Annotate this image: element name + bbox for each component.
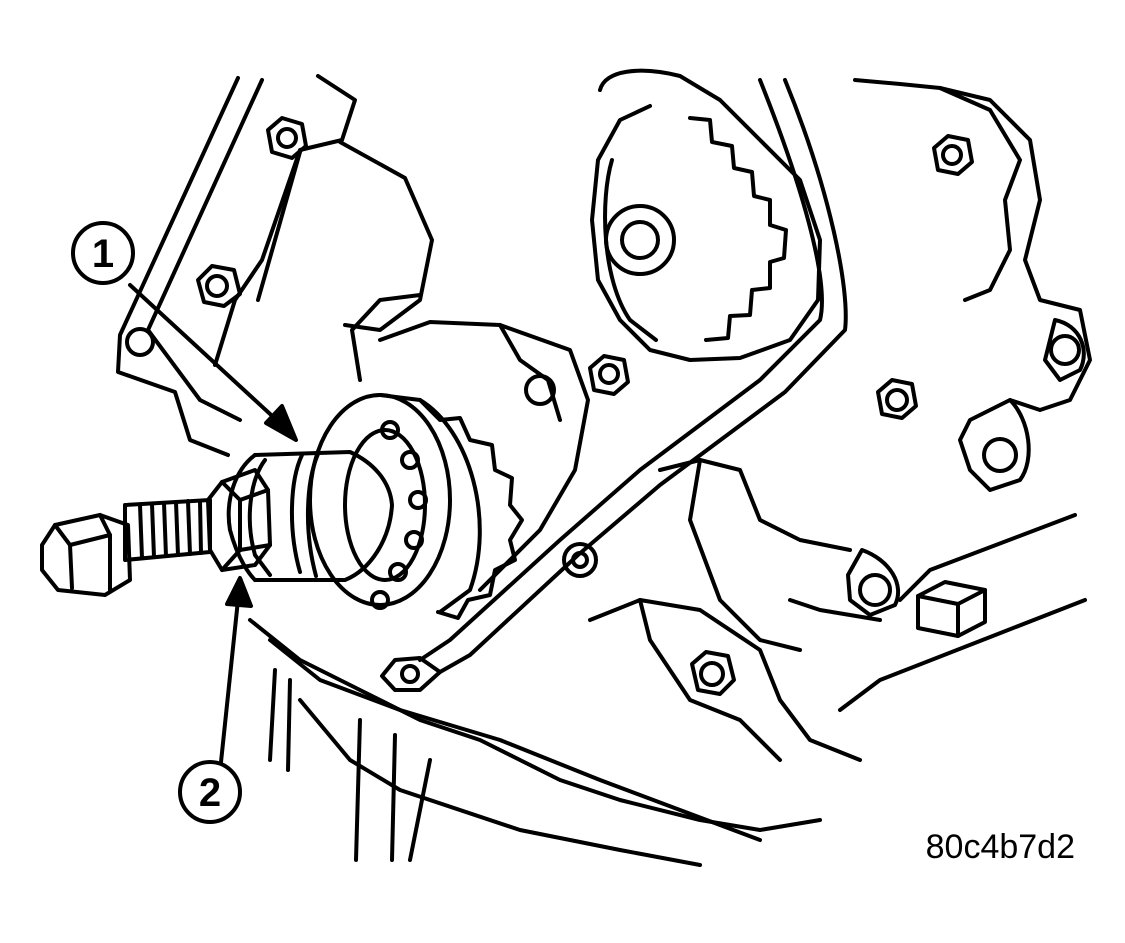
bracket-hole <box>125 327 155 357</box>
callout-1-circle <box>71 221 135 285</box>
bolt <box>876 378 918 420</box>
callout-2-leader <box>219 576 253 764</box>
timing-belt <box>380 78 848 692</box>
oil-pan <box>248 618 822 867</box>
bolt <box>588 354 630 396</box>
forcing-screw <box>40 468 272 597</box>
callout-1-label: 1 <box>92 232 114 276</box>
callout-2-circle <box>178 760 242 824</box>
upper-sprocket <box>590 68 822 362</box>
bolt <box>266 116 308 160</box>
bolt <box>690 650 736 696</box>
callout-2-label: 2 <box>199 771 221 815</box>
bolt <box>196 264 242 308</box>
oil-pump-housing <box>350 293 590 592</box>
puller-tool <box>226 428 427 582</box>
timing-cover-bracket <box>116 74 434 457</box>
figure-id: 80c4b7d2 <box>926 828 1075 866</box>
sensor-block <box>916 580 987 638</box>
crankshaft-sprocket <box>308 393 524 620</box>
callout-1-leader <box>128 283 298 442</box>
engine-block <box>588 78 1092 762</box>
bolt <box>932 134 974 176</box>
